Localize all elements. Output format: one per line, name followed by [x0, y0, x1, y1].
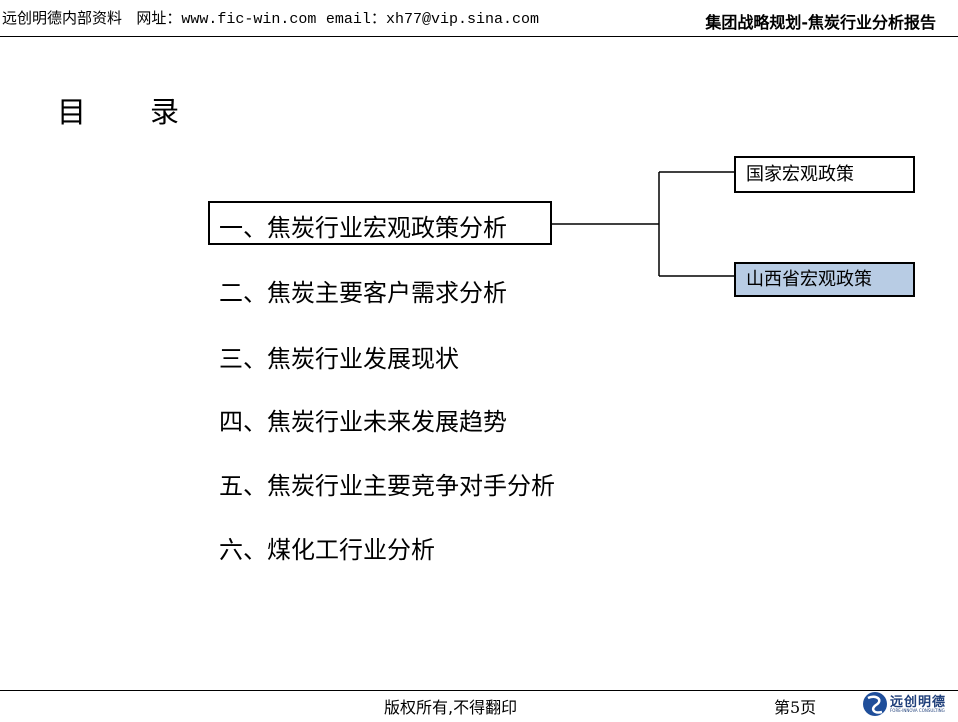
page-number: 第5页 [774, 698, 817, 717]
header-left: 远创明德内部资料 网址：www.fic-win.com email：xh77@v… [2, 7, 539, 28]
page-title: 目 录 [57, 89, 179, 131]
toc-item-4[interactable]: 四、焦炭行业未来发展趋势 [219, 408, 507, 436]
title-char-2: 录 [150, 95, 180, 129]
logo-subtext: FORE-INNOVA CONSULTING [890, 708, 945, 713]
national-policy-box[interactable]: 国家宏观政策 [734, 156, 915, 193]
shanxi-policy-box[interactable]: 山西省宏观政策 [734, 262, 915, 297]
company-logo: 远创明德 FORE-INNOVA CONSULTING [862, 690, 956, 718]
toc-item-2[interactable]: 二、焦炭主要客户需求分析 [219, 279, 507, 307]
footer-divider [0, 690, 958, 691]
toc-item-5[interactable]: 五、焦炭行业主要竞争对手分析 [219, 472, 555, 500]
swirl-logo-icon [863, 692, 887, 716]
company-label: 远创明德内部资料 [2, 9, 123, 27]
header-divider [0, 36, 958, 37]
toc-item-6[interactable]: 六、煤化工行业分析 [219, 536, 435, 564]
site-label: 网址： [136, 9, 182, 27]
toc-item-3[interactable]: 三、焦炭行业发展现状 [219, 345, 459, 373]
email-link[interactable]: xh77@vip.sina.com [385, 11, 539, 28]
site-link[interactable]: www.fic-win.com [181, 11, 317, 28]
title-char-1: 目 [57, 95, 87, 129]
report-title: 集团战略规划-焦炭行业分析报告 [705, 13, 936, 32]
logo-text: 远创明德 [890, 695, 947, 710]
toc-item-1[interactable]: 一、焦炭行业宏观政策分析 [219, 214, 507, 242]
toc-active-frame [208, 201, 552, 245]
email-label: email： [325, 11, 386, 28]
copyright-text: 版权所有,不得翻印 [384, 698, 518, 717]
